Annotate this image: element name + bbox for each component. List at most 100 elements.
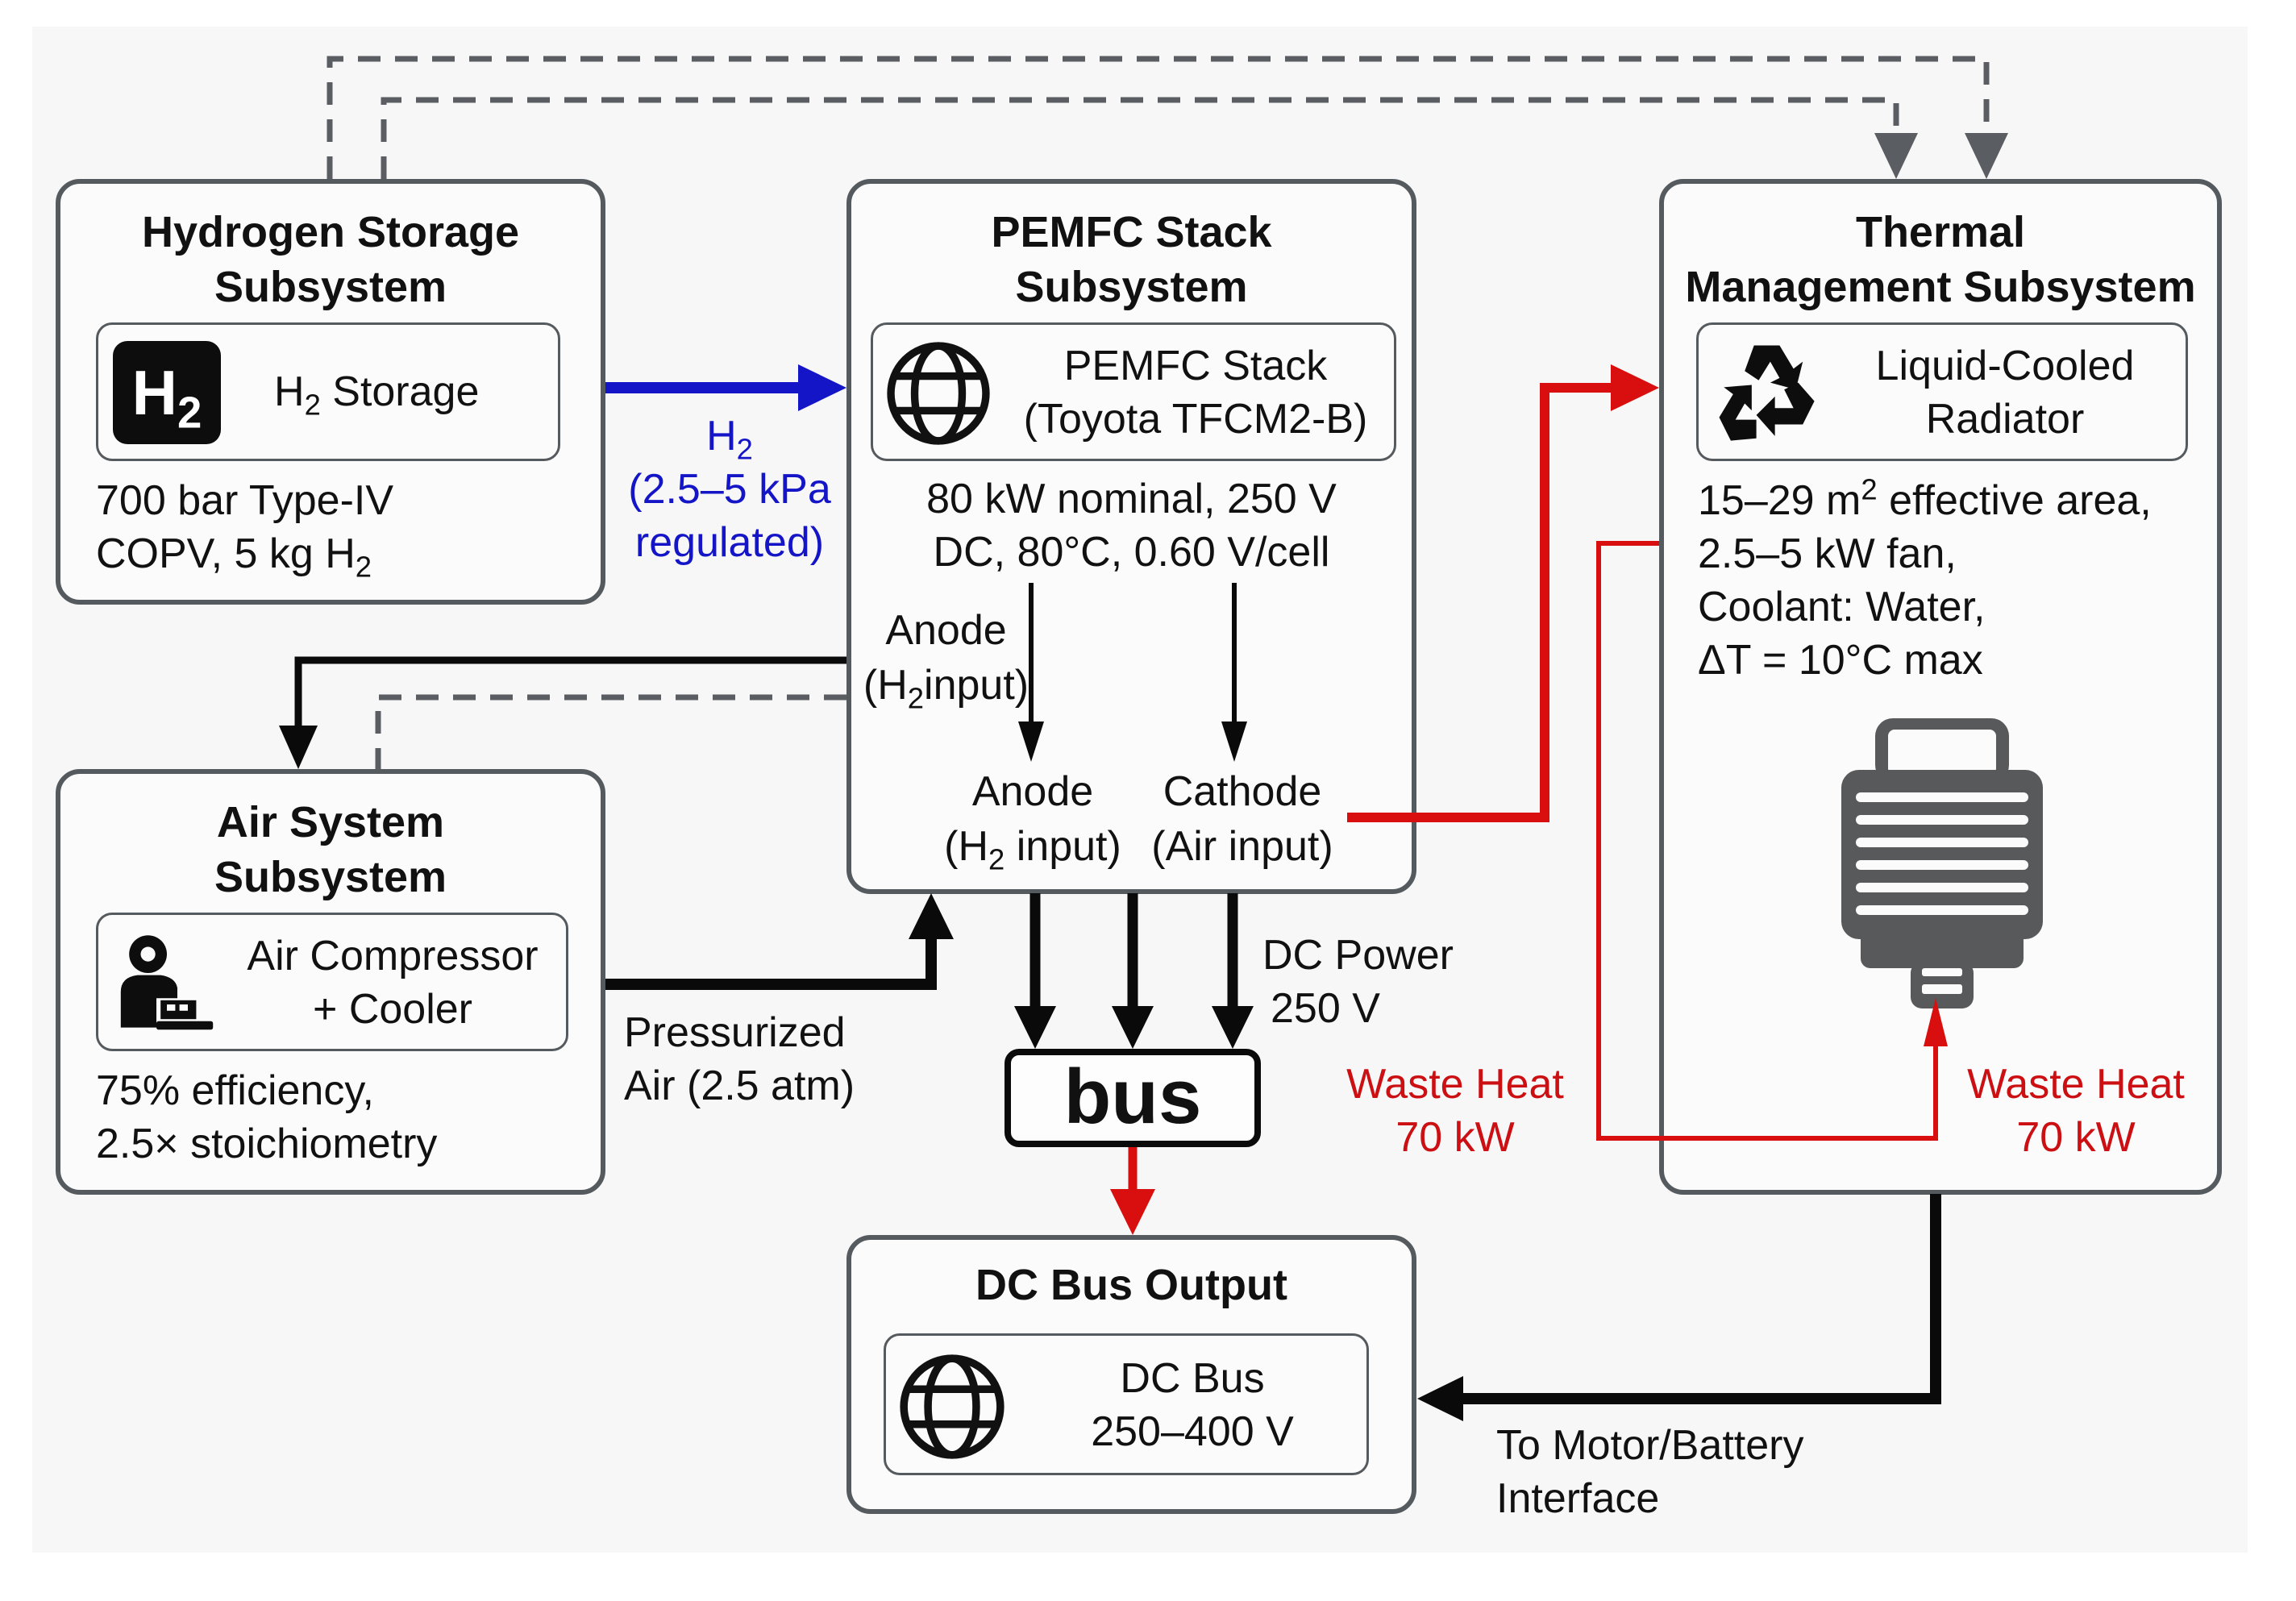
label-line: 250–400 V bbox=[1091, 1408, 1294, 1455]
bus-label: bus bbox=[1063, 1054, 1202, 1140]
spec-line: 80 kW nominal, 250 V bbox=[926, 476, 1337, 522]
h2-badge-letter: H bbox=[131, 357, 177, 428]
title-line: Thermal bbox=[1855, 208, 2026, 256]
label-sub: 2 bbox=[907, 681, 925, 715]
pemfc-specs: 80 kW nominal, 250 V DC, 80°C, 0.60 V/ce… bbox=[851, 472, 1412, 579]
thermal-title: Thermal Management Subsystem bbox=[1664, 205, 2217, 314]
label-part: H bbox=[274, 368, 305, 415]
bus-node: bus bbox=[1004, 1049, 1261, 1147]
motor-battery-label: To Motor/Battery Interface bbox=[1496, 1419, 1803, 1525]
spec-part: 15–29 m bbox=[1698, 477, 1861, 524]
title-line: Air System bbox=[216, 798, 445, 846]
label-line: Liquid-Cooled bbox=[1875, 343, 2135, 389]
label-line: DC Power bbox=[1262, 932, 1454, 979]
radiator-label: Liquid-Cooled Radiator bbox=[1836, 339, 2174, 446]
radiator-icon bbox=[1841, 718, 2043, 1008]
label-part: Storage bbox=[320, 368, 480, 415]
label-line: regulated) bbox=[634, 519, 825, 566]
label-sub: 2 bbox=[988, 842, 1005, 876]
label-line: Cathode bbox=[1163, 768, 1322, 815]
label-line: To Motor/Battery bbox=[1496, 1422, 1804, 1469]
radiator-component: Liquid-Cooled Radiator bbox=[1696, 322, 2188, 461]
label-line: DC Bus bbox=[1120, 1355, 1265, 1402]
air-compressor-label: Air Compressor + Cooler bbox=[227, 929, 558, 1036]
air-system-specs: 75% efficiency, 2.5× stoichiometry bbox=[96, 1064, 437, 1171]
label-sub: 2 bbox=[304, 388, 321, 422]
spec-line: ΔT = 10°C max bbox=[1698, 637, 1983, 684]
label-line: Interface bbox=[1496, 1475, 1660, 1522]
recycle-icon bbox=[1719, 345, 1815, 441]
spec-sub: 2 bbox=[355, 550, 372, 584]
hydrogen-storage-specs: 700 bar Type-IV COPV, 5 kg H2 bbox=[96, 474, 394, 584]
title-line: PEMFC Stack bbox=[991, 208, 1272, 256]
h2-storage-component: H2 H2 Storage bbox=[96, 322, 560, 461]
spec-line: COPV, 5 kg H2 bbox=[96, 527, 393, 584]
label-line: (2.5–5 kPa bbox=[628, 466, 831, 513]
waste-heat-label-left: Waste Heat 70 kW bbox=[1322, 1058, 1588, 1164]
pemfc-title: PEMFC Stack Subsystem bbox=[851, 205, 1412, 314]
globe-icon bbox=[900, 1354, 1004, 1459]
h2-badge-icon: H2 bbox=[113, 341, 221, 444]
dc-bus-component: DC Bus 250–400 V bbox=[884, 1333, 1369, 1475]
label-line: (H2input) bbox=[851, 658, 1041, 713]
label-line: Radiator bbox=[1925, 396, 2085, 443]
air-compressor-component: Air Compressor + Cooler bbox=[96, 913, 568, 1051]
pemfc-stack-component: PEMFC Stack (Toyota TFCM2-B) bbox=[871, 322, 1396, 461]
spec-line: Coolant: Water, bbox=[1698, 584, 1986, 630]
label-line: Pressurized bbox=[624, 1009, 846, 1056]
label-part: (H bbox=[944, 823, 989, 870]
label-line: PEMFC Stack bbox=[1063, 343, 1328, 389]
dc-bus-output: DC Bus Output DC Bus 250–400 V bbox=[846, 1235, 1416, 1514]
spec-line: 15–29 m2 effective area, bbox=[1698, 474, 2152, 527]
spec-line: DC, 80°C, 0.60 V/cell bbox=[933, 529, 1330, 576]
spec-part: COPV, 5 kg H bbox=[96, 530, 356, 577]
title-line: Subsystem bbox=[214, 853, 447, 901]
label-line: Waste Heat bbox=[1346, 1061, 1564, 1108]
label-part: input) bbox=[1004, 823, 1121, 870]
spec-line: 700 bar Type-IV bbox=[96, 477, 394, 524]
label-line: H2 bbox=[613, 410, 846, 466]
label-line: Air Compressor bbox=[247, 933, 539, 979]
label-part: (H bbox=[863, 662, 908, 709]
dc-power-label: DC Power 250 V bbox=[1262, 929, 1454, 1035]
label-line: Anode bbox=[885, 607, 1007, 654]
hydrogen-storage-title: Hydrogen Storage Subsystem bbox=[60, 205, 601, 314]
pressurized-air-label: Pressurized Air (2.5 atm) bbox=[624, 1006, 855, 1112]
thermal-specs: 15–29 m2 effective area, 2.5–5 kW fan, C… bbox=[1698, 474, 2152, 687]
compressor-operator-icon bbox=[120, 935, 214, 1030]
spec-sup: 2 bbox=[1861, 472, 1878, 506]
cathode-port-label: Cathode (Air input) bbox=[1133, 764, 1351, 874]
label-sub: 2 bbox=[736, 432, 753, 466]
spec-part: effective area, bbox=[1877, 477, 2152, 524]
label-line: 250 V bbox=[1271, 985, 1380, 1032]
spec-line: 75% efficiency, bbox=[96, 1067, 374, 1114]
label-line: Air (2.5 atm) bbox=[624, 1062, 855, 1109]
air-system-subsystem: Air System Subsystem Air Compressor + Co… bbox=[56, 769, 605, 1195]
label-line: 70 kW bbox=[2016, 1114, 2136, 1161]
anode-port-label: Anode (H2 input) bbox=[924, 764, 1142, 874]
anode-side-label: Anode (H2input) bbox=[851, 603, 1041, 713]
title-line: Hydrogen Storage bbox=[141, 208, 520, 256]
pemfc-stack-subsystem: PEMFC Stack Subsystem PEMFC Stack (Toyot… bbox=[846, 179, 1416, 894]
dc-bus-output-title: DC Bus Output bbox=[975, 1261, 1287, 1309]
pemfc-stack-label: PEMFC Stack (Toyota TFCM2-B) bbox=[1002, 339, 1389, 446]
title-line: Subsystem bbox=[214, 263, 447, 311]
dc-bus-label: DC Bus 250–400 V bbox=[1023, 1352, 1362, 1458]
waste-heat-label-right: Waste Heat 70 kW bbox=[1943, 1058, 2209, 1164]
label-part: input) bbox=[924, 662, 1029, 709]
label-line: (H2 input) bbox=[924, 819, 1142, 874]
label-line: (Air input) bbox=[1151, 823, 1333, 870]
thermal-management-subsystem: Thermal Management Subsystem Liquid-Cool… bbox=[1659, 179, 2222, 1195]
label-line: + Cooler bbox=[313, 986, 472, 1033]
h2-storage-label: H2 Storage bbox=[274, 365, 480, 422]
label-line: 70 kW bbox=[1395, 1114, 1515, 1161]
label-part: H bbox=[706, 413, 737, 460]
h2-flow-label: H2 (2.5–5 kPa regulated) bbox=[613, 410, 846, 569]
title-line: Subsystem bbox=[1015, 263, 1248, 311]
h2-badge-sub: 2 bbox=[177, 388, 202, 438]
hydrogen-storage-subsystem: Hydrogen Storage Subsystem H2 H2 Storage… bbox=[56, 179, 605, 605]
air-system-title: Air System Subsystem bbox=[60, 795, 601, 904]
label-line: (Toyota TFCM2-B) bbox=[1023, 396, 1368, 443]
spec-line: 2.5× stoichiometry bbox=[96, 1121, 438, 1167]
spec-line: 2.5–5 kW fan, bbox=[1698, 530, 1957, 577]
